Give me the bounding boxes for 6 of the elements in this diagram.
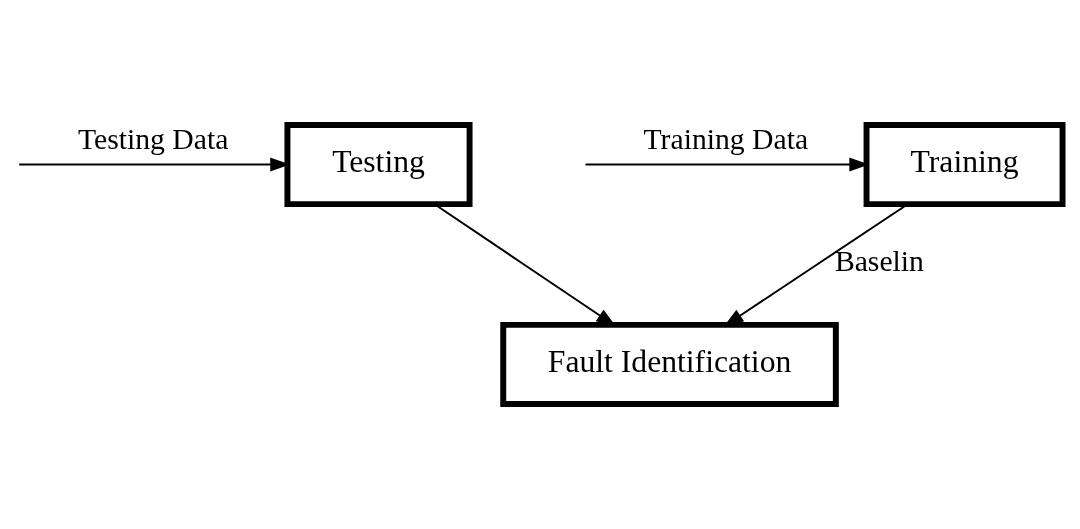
node-box: Training <box>863 121 1066 208</box>
edge-label: Baselin <box>834 245 924 278</box>
edge-label: Training Data <box>643 122 809 155</box>
node-box: Fault Identification <box>500 321 839 408</box>
node-box: Testing <box>284 121 473 208</box>
edge-label: Testing Data <box>77 122 229 155</box>
